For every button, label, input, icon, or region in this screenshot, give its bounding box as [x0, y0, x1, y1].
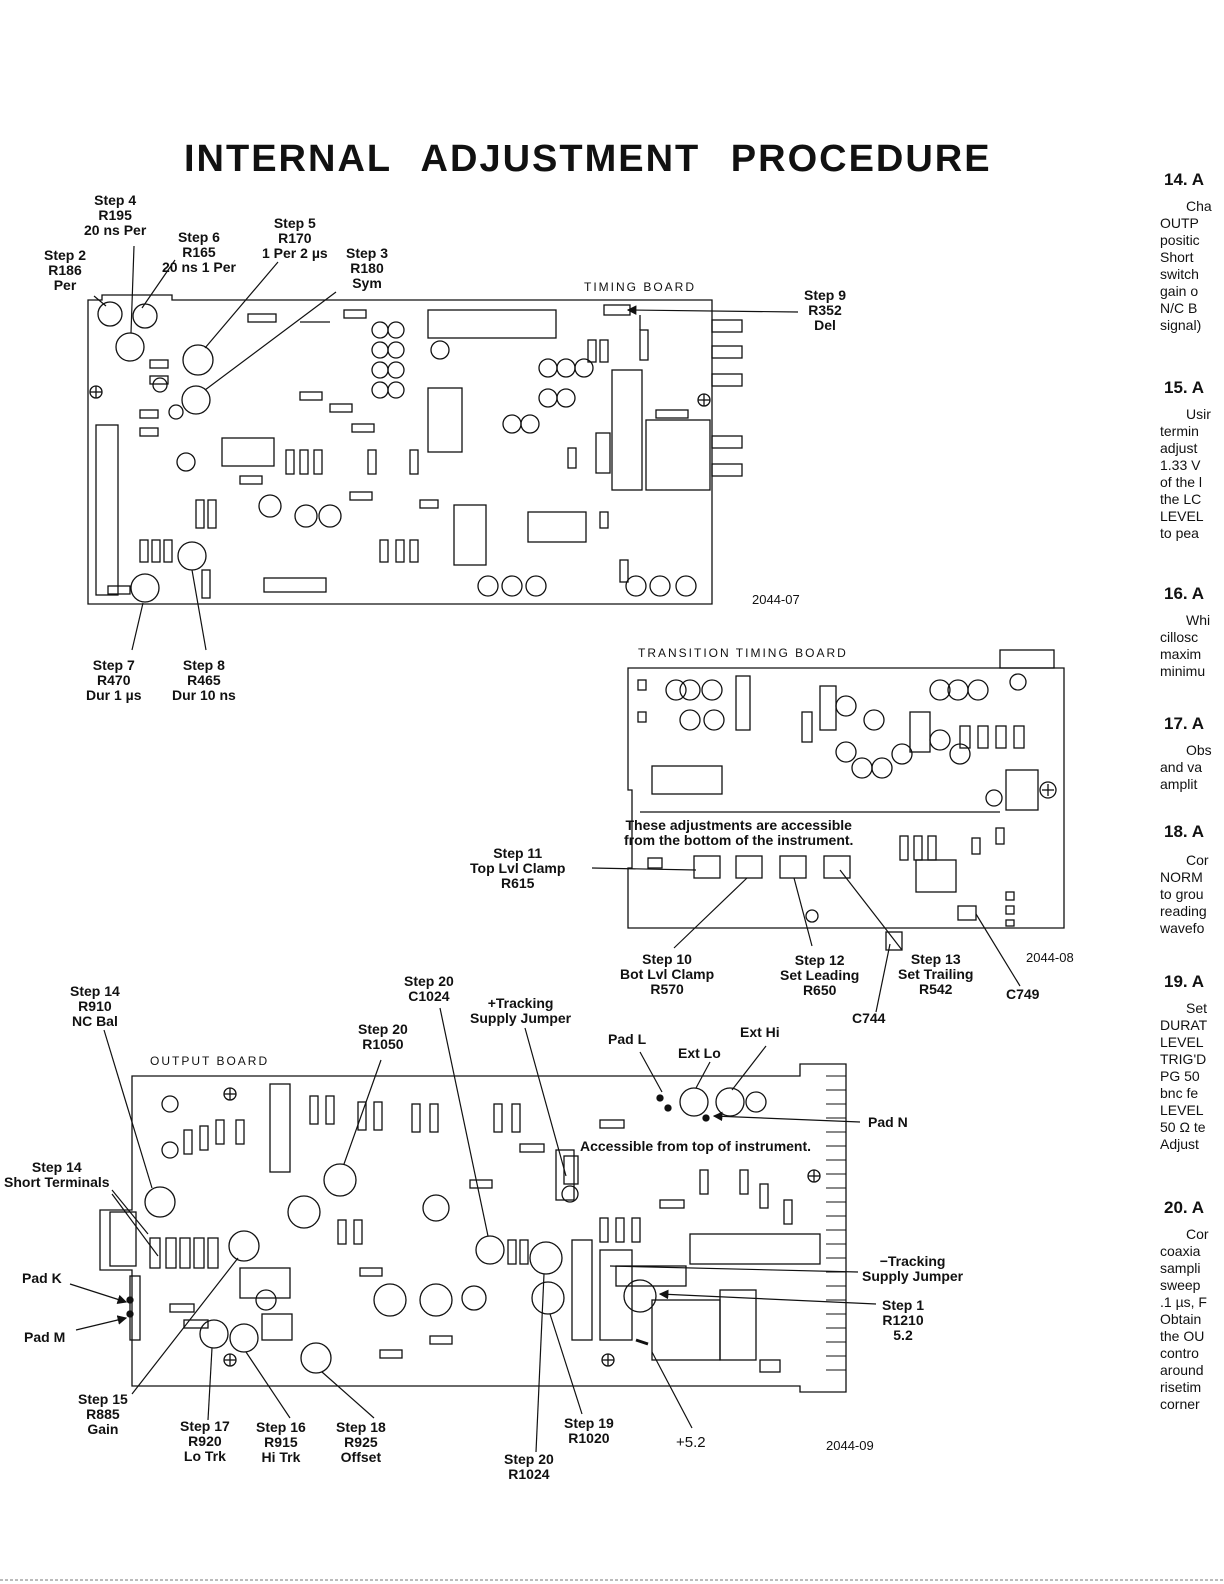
section-14-heading: 14. A	[1164, 170, 1205, 189]
section-16-heading: 16. A	[1164, 584, 1205, 603]
label-ext-hi: Ext Hi	[740, 1024, 780, 1040]
section-18-heading: 18. A	[1164, 822, 1205, 841]
transition-board-figure-number: 2044-08	[1026, 950, 1074, 965]
output-board-title: OUTPUT BOARD	[150, 1054, 270, 1068]
timing-board	[87, 294, 743, 605]
transition-board-title: TRANSITION TIMING BOARD	[638, 646, 848, 660]
timing-board-figure-number: 2044-07	[752, 592, 800, 607]
label-pad-m: Pad M	[24, 1329, 66, 1345]
label-plus-5-2: +5.2	[676, 1434, 706, 1451]
page-title: INTERNAL ADJUSTMENT PROCEDURE	[184, 138, 992, 180]
top-access-note: Accessible from top of instrument.	[580, 1138, 812, 1154]
output-board-figure-number: 2044-09	[826, 1438, 874, 1453]
output-board	[99, 1063, 847, 1393]
label-pad-k: Pad K	[22, 1270, 62, 1286]
label-c744: C744	[852, 1010, 886, 1026]
section-17-heading: 17. A	[1164, 714, 1205, 733]
section-19-heading: 19. A	[1164, 972, 1205, 991]
leader-lines	[69, 245, 1021, 1453]
label-pad-l: Pad L	[608, 1031, 647, 1047]
label-c749: C749	[1006, 986, 1040, 1002]
transition-timing-board	[627, 649, 1065, 951]
section-15-heading: 15. A	[1164, 378, 1205, 397]
timing-board-title: TIMING BOARD	[584, 280, 697, 294]
label-pad-n: Pad N	[868, 1114, 908, 1130]
section-20-heading: 20. A	[1164, 1198, 1205, 1217]
label-ext-lo: Ext Lo	[678, 1045, 721, 1061]
